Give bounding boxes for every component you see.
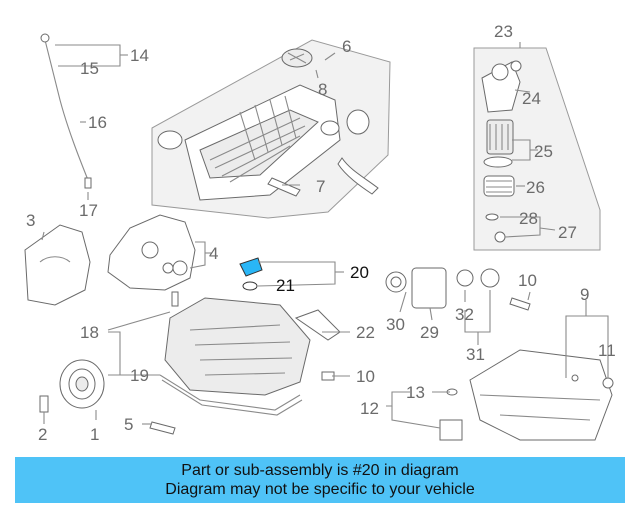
callout-30: 30 (386, 315, 405, 334)
dipstick-part (44, 39, 89, 181)
callout-24: 24 (522, 89, 541, 108)
banner-line-2: Diagram may not be specific to your vehi… (165, 481, 475, 498)
breather-hose-part (337, 157, 379, 195)
callout-31: 31 (466, 345, 485, 364)
oil-cooler-part (411, 267, 447, 309)
callout-6: 6 (342, 37, 351, 56)
callout-4: 4 (209, 244, 218, 263)
callout-28: 28 (519, 209, 538, 228)
callout-10-upper: 10 (518, 271, 537, 290)
callout-32: 32 (455, 305, 474, 324)
oil-pan-part (469, 349, 613, 441)
callout-8: 8 (318, 80, 327, 99)
callout-2: 2 (38, 425, 47, 444)
crank-pulley-part (59, 359, 105, 409)
callout-19: 19 (130, 366, 149, 385)
part-21-o-ring (242, 281, 258, 291)
callout-11: 11 (598, 341, 616, 360)
intake-manifold-part (157, 84, 341, 201)
callout-15: 15 (80, 59, 99, 78)
callout-23: 23 (494, 22, 513, 41)
oil-filter-parts (481, 60, 522, 243)
callout-26: 26 (526, 178, 545, 197)
valve-cover-gasket-part (159, 374, 301, 411)
callout-21: 21 (276, 276, 295, 295)
callout-22: 22 (356, 323, 375, 342)
banner-line-1: Part or sub-assembly is #20 in diagram (181, 462, 459, 479)
oil-level-sensor-part (439, 419, 463, 441)
timing-cover-part (24, 224, 91, 306)
callout-16: 16 (88, 113, 107, 132)
callout-5: 5 (124, 415, 133, 434)
parts-diagram: 14 15 16 17 3 4 6 8 7 23 24 25 26 28 27 … (24, 22, 616, 444)
callout-12: 12 (360, 399, 379, 418)
part-20-highlight (239, 257, 263, 277)
callout-9: 9 (580, 285, 589, 304)
callout-18: 18 (80, 323, 99, 342)
info-banner: Part or sub-assembly is #20 in diagram D… (15, 457, 625, 503)
callout-17: 17 (79, 201, 98, 220)
o-ring-part (346, 109, 370, 135)
callout-25: 25 (534, 142, 553, 161)
callout-29: 29 (420, 323, 439, 342)
callout-14: 14 (130, 46, 149, 65)
callout-13: 13 (406, 383, 425, 402)
valve-cover-part (164, 297, 311, 396)
callout-1: 1 (90, 425, 99, 444)
bolt-part (39, 395, 49, 413)
callout-10-lower: 10 (356, 367, 375, 386)
callout-3: 3 (26, 211, 35, 230)
callout-20: 20 (350, 263, 369, 282)
callout-7: 7 (316, 177, 325, 196)
callout-27: 27 (558, 223, 577, 242)
